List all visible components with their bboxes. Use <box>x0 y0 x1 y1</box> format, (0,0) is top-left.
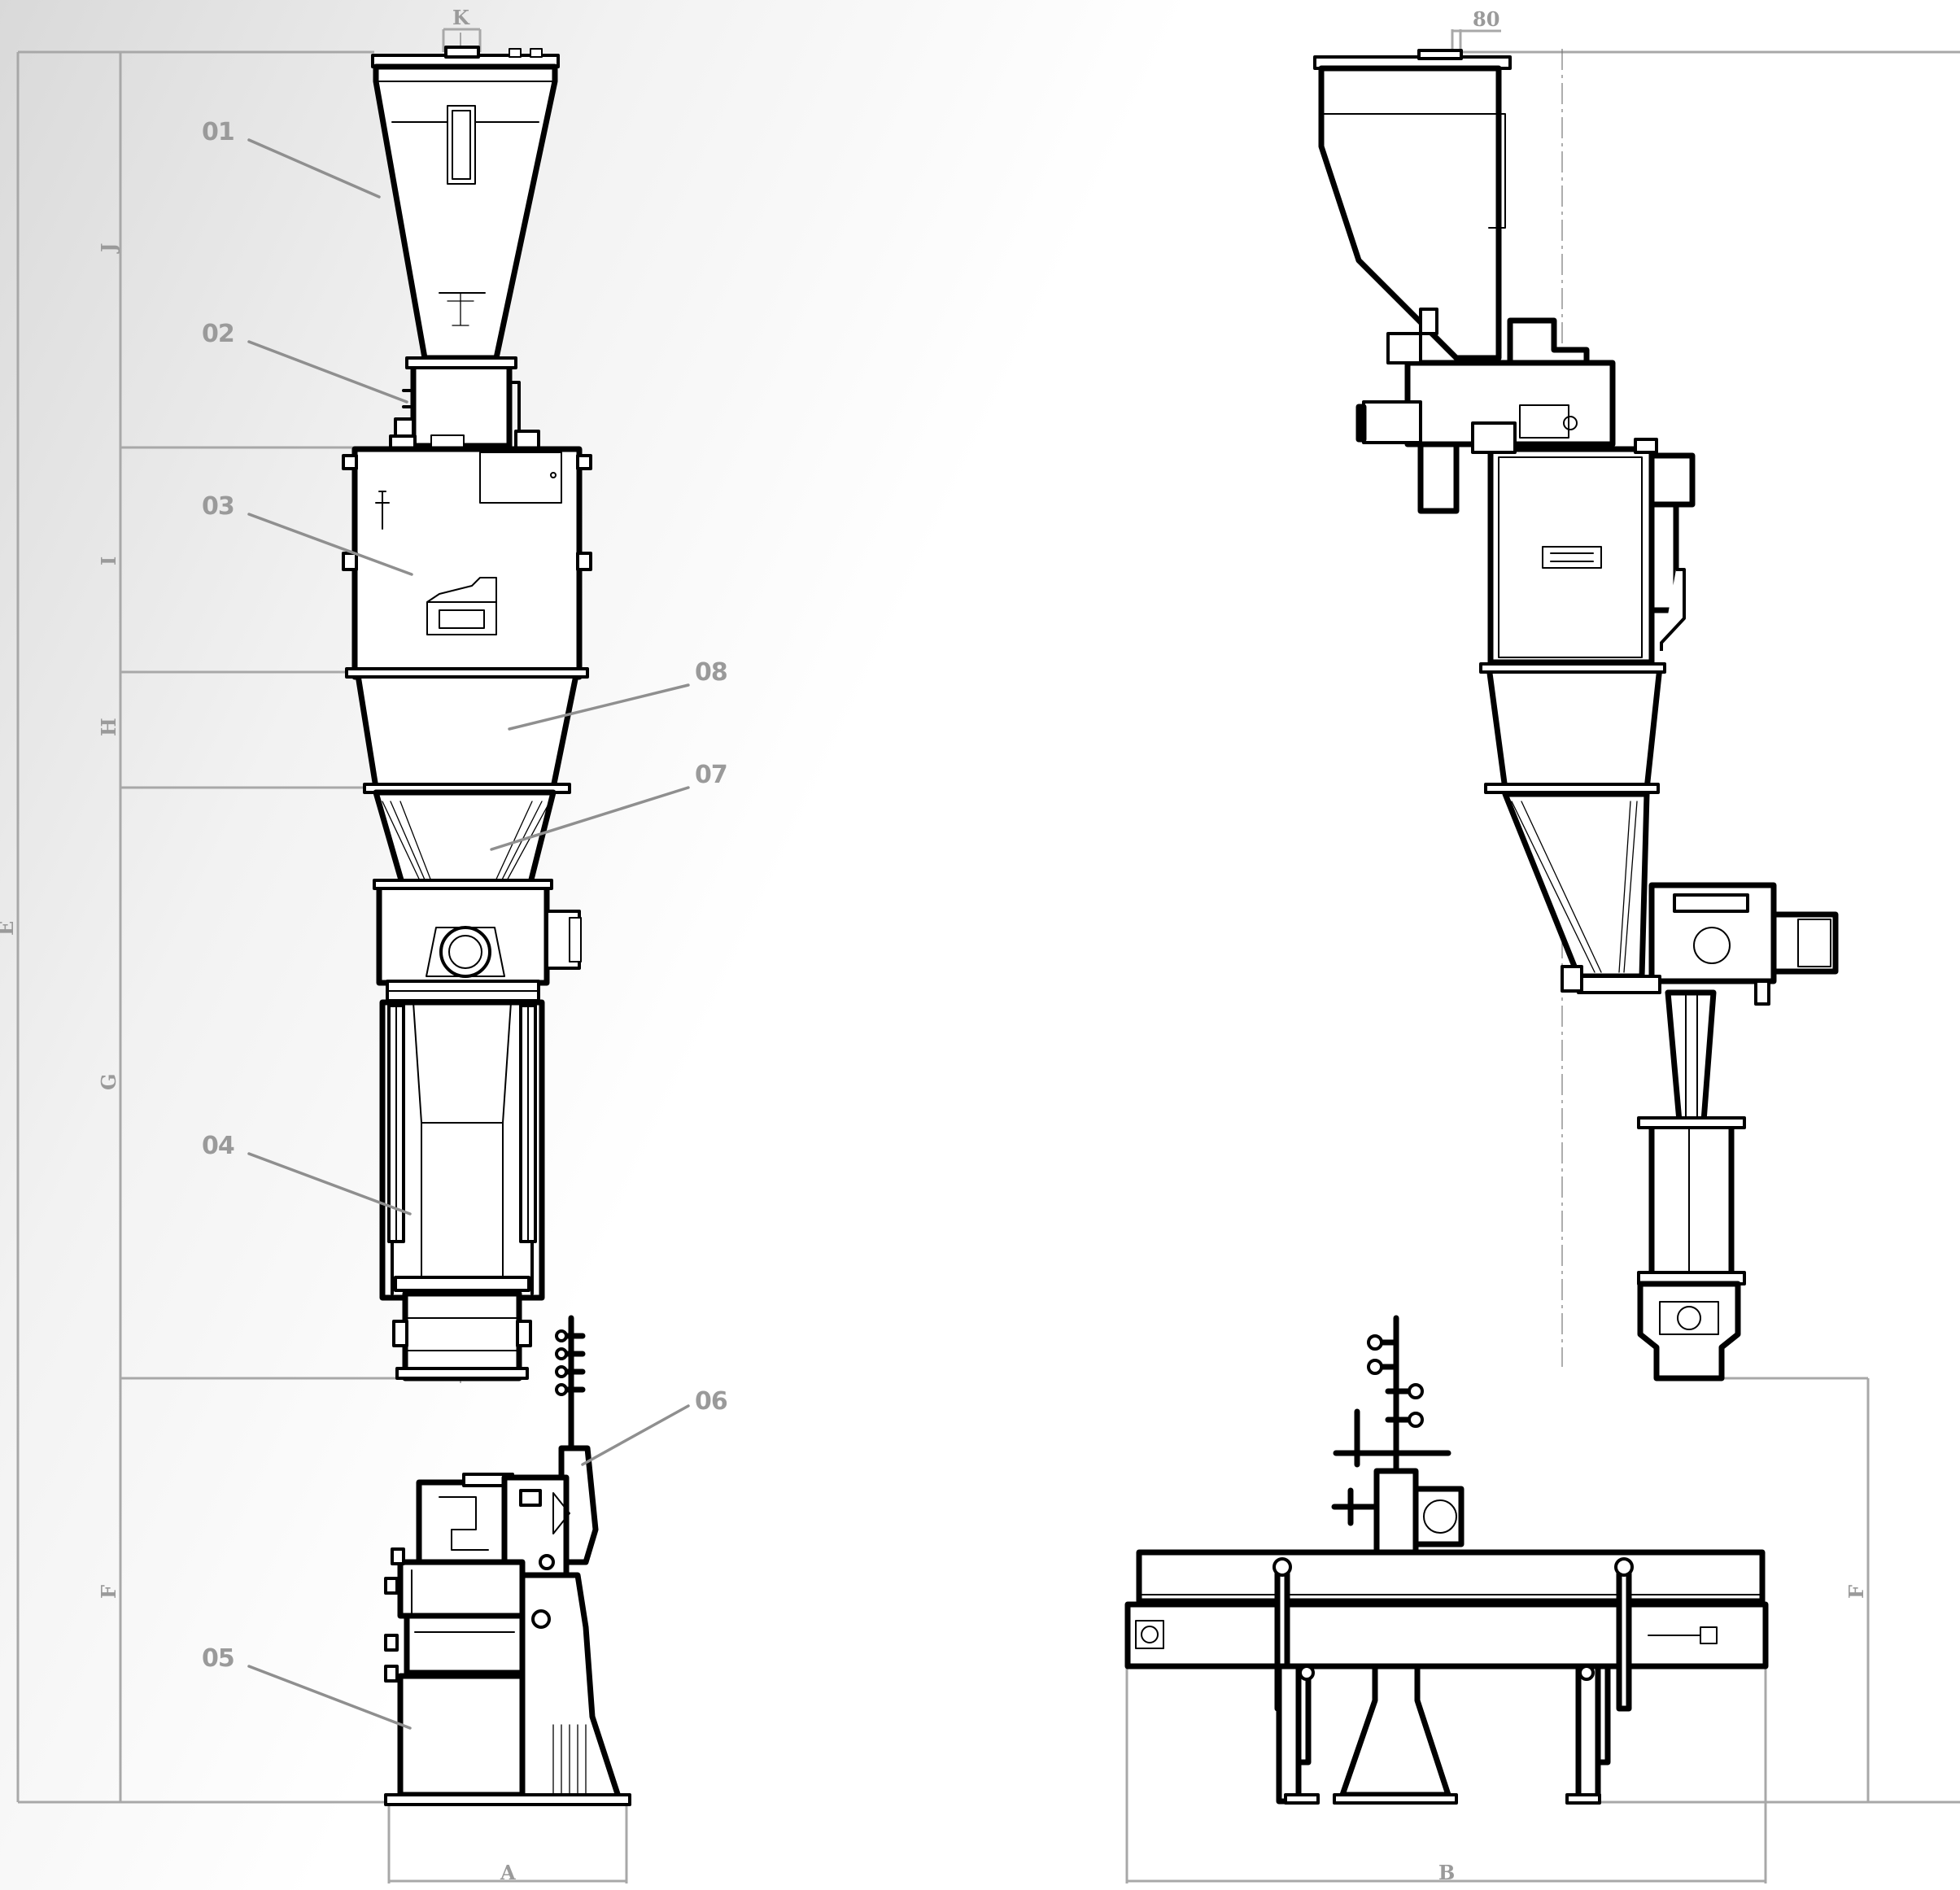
callout-label-07: 07 <box>695 761 727 789</box>
callout-label-01: 01 <box>202 118 234 146</box>
callout-02: 02 <box>202 320 408 404</box>
callout-03: 03 <box>202 492 413 576</box>
dim-label-offset: 80 <box>1473 7 1499 31</box>
dim-label-i: I <box>97 557 120 565</box>
callout-group: 01 02 03 04 05 06 07 08 <box>202 118 728 1730</box>
callout-label-04: 04 <box>202 1132 234 1160</box>
callout-07: 07 <box>490 761 728 851</box>
dim-label-g: G <box>97 1074 120 1091</box>
dim-label-h: H <box>97 718 120 736</box>
callout-05: 05 <box>202 1644 412 1730</box>
callout-label-08: 08 <box>695 658 727 687</box>
front-view <box>342 33 631 1806</box>
callout-label-03: 03 <box>202 492 234 521</box>
callout-label-05: 05 <box>202 1644 234 1673</box>
side-view <box>1124 49 1839 1805</box>
callout-label-02: 02 <box>202 320 234 348</box>
dimension-lines-left <box>16 28 628 1883</box>
dim-label-a: A <box>500 1861 516 1884</box>
callout-06: 06 <box>581 1387 728 1466</box>
dim-label-e: E <box>0 921 18 936</box>
dim-label-f-right: F <box>1844 1585 1868 1599</box>
callout-04: 04 <box>202 1132 412 1216</box>
dim-label-f: F <box>97 1585 120 1599</box>
dim-label-j: J <box>97 243 120 254</box>
dimension-labels: K 80 J I H G F E A B F <box>0 6 1868 1884</box>
dim-label-k: K <box>452 6 470 29</box>
callout-label-06: 06 <box>695 1387 727 1416</box>
dim-label-b: B <box>1438 1861 1455 1884</box>
callout-01: 01 <box>202 118 381 199</box>
callout-08: 08 <box>508 658 728 731</box>
